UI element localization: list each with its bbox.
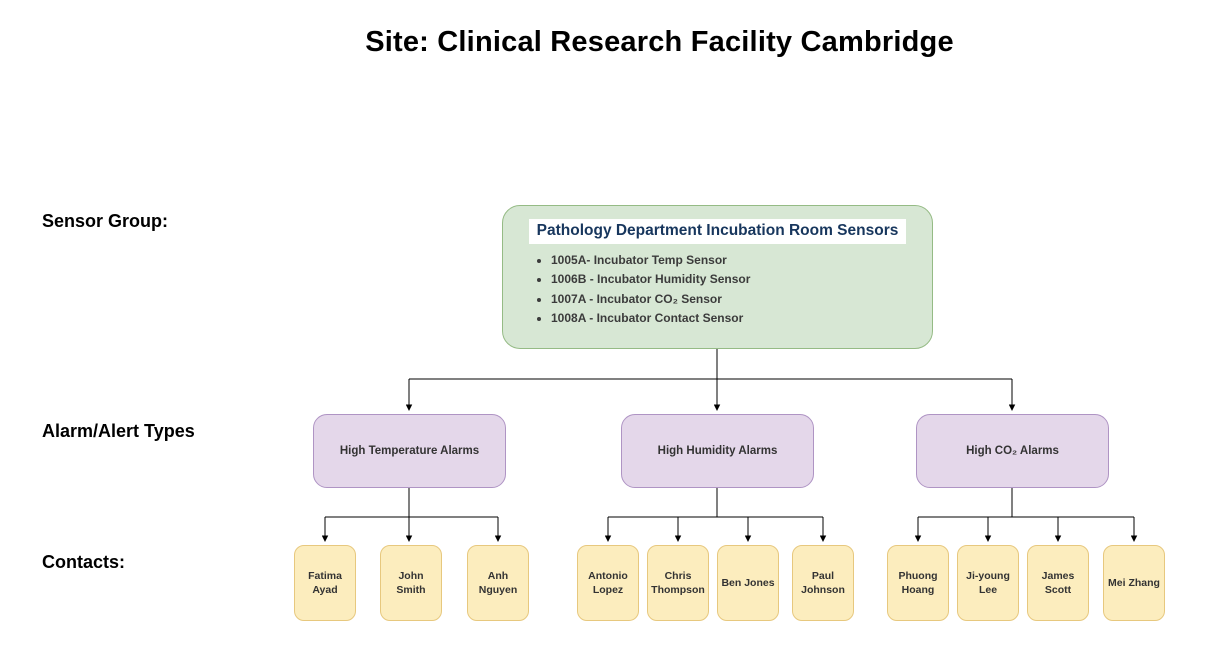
contact-node: Chris Thompson: [647, 545, 709, 621]
row-label-sensor-group: Sensor Group:: [42, 211, 169, 231]
contact-node: Paul Johnson: [792, 545, 854, 621]
alarm-node-high-humidity: High Humidity Alarms: [621, 414, 814, 488]
sensor-item: 1005A- Incubator Temp Sensor: [551, 253, 932, 268]
contact-node: John Smith: [380, 545, 442, 621]
contact-node: Anh Nguyen: [467, 545, 529, 621]
alarm-node-high-co2: High CO₂ Alarms: [916, 414, 1109, 488]
row-label-alarm-types: Alarm/Alert Types: [42, 421, 195, 441]
contact-node: James Scott: [1027, 545, 1089, 621]
contact-node: Ji-young Lee: [957, 545, 1019, 621]
sensor-item: 1006B - Incubator Humidity Sensor: [551, 272, 932, 287]
row-label-contacts: Contacts:: [42, 552, 126, 572]
contact-node: Phuong Hoang: [887, 545, 949, 621]
alarm-node-high-temperature: High Temperature Alarms: [313, 414, 506, 488]
sensor-item: 1008A - Incubator Contact Sensor: [551, 311, 932, 326]
contact-node: Antonio Lopez: [577, 545, 639, 621]
contact-node: Ben Jones: [717, 545, 779, 621]
contact-node: Fatima Ayad: [294, 545, 356, 621]
diagram-title: Site: Clinical Research Facility Cambrid…: [365, 26, 954, 58]
sensor-group-node: Pathology Department Incubation Room Sen…: [502, 205, 933, 349]
sensor-list: 1005A- Incubator Temp Sensor 1006B - Inc…: [551, 253, 932, 327]
contact-node: Mei Zhang: [1103, 545, 1165, 621]
sensor-item: 1007A - Incubator CO₂ Sensor: [551, 292, 932, 307]
sensor-group-title: Pathology Department Incubation Room Sen…: [528, 219, 907, 244]
